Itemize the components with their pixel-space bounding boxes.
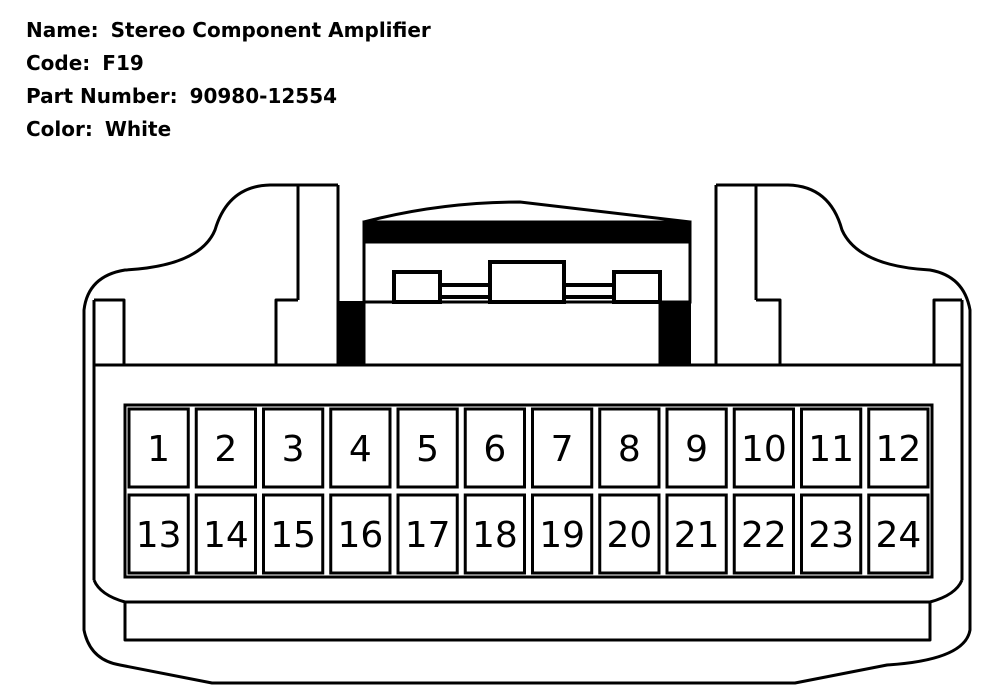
pin-16: 16 xyxy=(329,493,392,575)
pin-number: 10 xyxy=(741,429,787,470)
pin-cell xyxy=(463,493,526,575)
part-number-row: Part Number: 90980-12554 xyxy=(26,80,431,113)
pin-cell xyxy=(800,493,863,575)
pin-number: 20 xyxy=(606,515,652,556)
part-number-value: 90980-12554 xyxy=(189,84,338,108)
pin-21: 21 xyxy=(665,493,728,575)
pin-number: 16 xyxy=(337,515,383,556)
pin-7: 7 xyxy=(531,407,594,489)
pin-12: 12 xyxy=(867,407,930,489)
pin-8: 8 xyxy=(598,407,661,489)
pin-number: 18 xyxy=(472,515,518,556)
pin-19: 19 xyxy=(531,493,594,575)
pin-cell xyxy=(800,407,863,489)
name-row: Name: Stereo Component Amplifier xyxy=(26,14,431,47)
name-value: Stereo Component Amplifier xyxy=(110,18,431,42)
pin-18: 18 xyxy=(463,493,526,575)
part-number-label: Part Number: xyxy=(26,84,178,108)
pin-10: 10 xyxy=(732,407,795,489)
pin-number: 4 xyxy=(349,429,372,470)
pin-number: 19 xyxy=(539,515,585,556)
pin-number: 3 xyxy=(282,429,305,470)
pin-cell xyxy=(463,407,526,489)
pin-cell xyxy=(531,493,594,575)
pin-6: 6 xyxy=(463,407,526,489)
connector-housing xyxy=(82,183,972,685)
pin-number: 6 xyxy=(483,429,506,470)
pin-14: 14 xyxy=(194,493,257,575)
pin-cell xyxy=(396,407,459,489)
pin-number: 8 xyxy=(618,429,641,470)
pin-cell xyxy=(194,407,257,489)
pin-2: 2 xyxy=(194,407,257,489)
name-label: Name: xyxy=(26,18,99,42)
pin-number: 5 xyxy=(416,429,439,470)
color-value: White xyxy=(104,117,172,141)
pin-5: 5 xyxy=(396,407,459,489)
pin-cell xyxy=(732,493,795,575)
pin-number: 22 xyxy=(741,515,787,556)
pin-number: 17 xyxy=(405,515,451,556)
pin-cell xyxy=(127,493,190,575)
pin-20: 20 xyxy=(598,493,661,575)
pin-cell xyxy=(867,407,930,489)
pin-17: 17 xyxy=(396,493,459,575)
pin-number: 1 xyxy=(147,429,170,470)
color-label: Color: xyxy=(26,117,93,141)
pin-number: 12 xyxy=(875,429,921,470)
pin-cell xyxy=(598,493,661,575)
pin-15: 15 xyxy=(262,493,325,575)
pin-13: 13 xyxy=(127,493,190,575)
code-label: Code: xyxy=(26,51,91,75)
pin-number: 14 xyxy=(203,515,249,556)
connector-info: Name: Stereo Component Amplifier Code: F… xyxy=(26,14,431,146)
pin-cell xyxy=(329,407,392,489)
pin-9: 9 xyxy=(665,407,728,489)
pin-cell xyxy=(262,493,325,575)
pin-1: 1 xyxy=(127,407,190,489)
code-value: F19 xyxy=(102,51,144,75)
pin-number: 13 xyxy=(136,515,182,556)
lock-bar xyxy=(337,200,692,367)
pin-cell xyxy=(329,493,392,575)
pin-3: 3 xyxy=(262,407,325,489)
pin-cell xyxy=(262,407,325,489)
pin-grid-frame xyxy=(123,403,934,579)
pin-number: 24 xyxy=(875,515,921,556)
pin-22: 22 xyxy=(732,493,795,575)
pin-cell xyxy=(127,407,190,489)
pin-number: 11 xyxy=(808,429,854,470)
code-row: Code: F19 xyxy=(26,47,431,80)
pin-cell xyxy=(732,407,795,489)
pin-cell xyxy=(665,493,728,575)
pin-23: 23 xyxy=(800,493,863,575)
pin-24: 24 xyxy=(867,493,930,575)
color-row: Color: White xyxy=(26,113,431,146)
pin-cell xyxy=(194,493,257,575)
pin-11: 11 xyxy=(800,407,863,489)
pin-4: 4 xyxy=(329,407,392,489)
pin-number: 2 xyxy=(214,429,237,470)
pin-cell xyxy=(598,407,661,489)
pin-cell xyxy=(867,493,930,575)
pin-cell xyxy=(396,493,459,575)
pin-cell xyxy=(531,407,594,489)
pin-number: 23 xyxy=(808,515,854,556)
pin-number: 21 xyxy=(674,515,720,556)
pin-number: 7 xyxy=(551,429,574,470)
pin-number: 15 xyxy=(270,515,316,556)
pin-number: 9 xyxy=(685,429,708,470)
pin-cell xyxy=(665,407,728,489)
